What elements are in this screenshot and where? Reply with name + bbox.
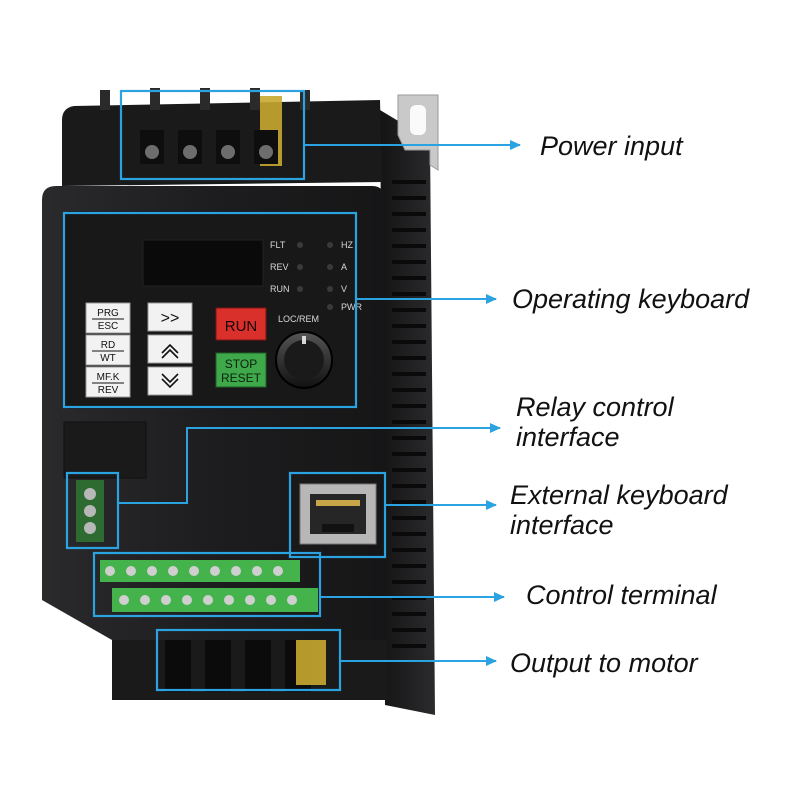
led-indicator-icon [327,286,333,292]
screw-icon [84,505,96,517]
shift-key[interactable]: >> [147,302,193,332]
led-indicator-icon [327,242,333,248]
indicator-label-v: V [341,284,347,294]
screw-icon [182,595,192,605]
bracket-hole [410,105,426,135]
loc-rem-label: LOC/REM [278,314,319,324]
stop-reset-button[interactable]: STOP RESET [215,352,267,388]
esc-label: ESC [98,321,119,332]
knob-marker-icon [302,336,306,344]
chevron-up-icon [161,343,179,359]
screw-icon [145,145,159,159]
callout-ext-keyboard-line2: interface [510,510,614,540]
screw-icon [189,566,199,576]
callout-output-motor: Output to motor [510,648,698,678]
prg-label: PRG [97,308,119,319]
port-pins-icon [316,500,360,506]
callout-ext-keyboard-line1: External keyboard [510,480,728,510]
rev-key-label: REV [98,385,119,396]
led-indicator-icon [327,264,333,270]
screw-icon [147,566,157,576]
screw-icon [84,522,96,534]
side-heatsink [380,110,435,715]
screw-icon [259,145,273,159]
shift-key-symbol: >> [161,310,180,327]
indicator-label-hz: HZ [341,240,353,250]
screw-icon [266,595,276,605]
down-key[interactable] [147,366,193,396]
external-keyboard-highlight [288,471,387,559]
run-button[interactable]: RUN [215,307,267,341]
screw-icon [221,145,235,159]
mfk-rev-key[interactable]: MF.K REV [85,366,131,398]
power-input-terminals [140,130,278,164]
indicator-label-a: A [341,262,347,272]
screw-icon [224,595,234,605]
screw-icon [183,145,197,159]
screw-icon [210,566,220,576]
indicator-label-run: RUN [270,284,290,294]
rj45-port[interactable] [299,483,377,545]
screw-icon [126,566,136,576]
up-key[interactable] [147,334,193,364]
potentiometer-knob[interactable] [275,331,333,389]
led-indicator-icon [327,304,333,310]
screw-icon [231,566,241,576]
control-terminal-highlight [92,551,322,618]
indicator-label-flt: FLT [270,240,286,250]
relay-highlight [65,471,120,550]
screw-icon [161,595,171,605]
rd-wt-key[interactable]: RD WT [85,334,131,366]
indicator-label-pwr: PWR [341,302,362,312]
screw-icon [252,566,262,576]
chevron-down-icon [161,373,179,389]
screw-icon [287,595,297,605]
operating-keyboard-highlight [62,211,358,409]
prg-esc-key[interactable]: PRG ESC [85,302,131,334]
indicator-label-rev: REV [270,262,289,272]
power-input-highlight [119,89,306,181]
screw-icon [84,488,96,500]
bottom-housing [112,640,388,700]
screw-icon [140,595,150,605]
callout-power-input: Power input [540,131,683,161]
relay-terminal [76,480,104,542]
screw-icon [168,566,178,576]
mfk-label: MF.K [97,372,120,383]
callout-control-terminal: Control terminal [526,580,717,610]
control-terminal-block [100,560,318,612]
stop-label: STOP [225,357,257,371]
screw-icon [119,595,129,605]
led-indicator-icon [297,286,303,292]
led-indicator-icon [297,264,303,270]
led-display [142,239,264,287]
screw-icon [273,566,283,576]
relay-arrow [118,423,501,504]
blank-cover [63,421,147,479]
rd-label: RD [101,340,115,351]
reset-label: RESET [221,371,262,385]
led-indicator-icon [297,242,303,248]
screw-icon [203,595,213,605]
callout-relay-line2: interface [516,422,620,452]
wt-label: WT [100,353,116,364]
callout-relay-line1: Relay control [516,392,674,422]
screw-icon [105,566,115,576]
callout-operating-keyboard: Operating keyboard [512,284,750,314]
screw-icon [245,595,255,605]
run-label: RUN [225,318,258,335]
